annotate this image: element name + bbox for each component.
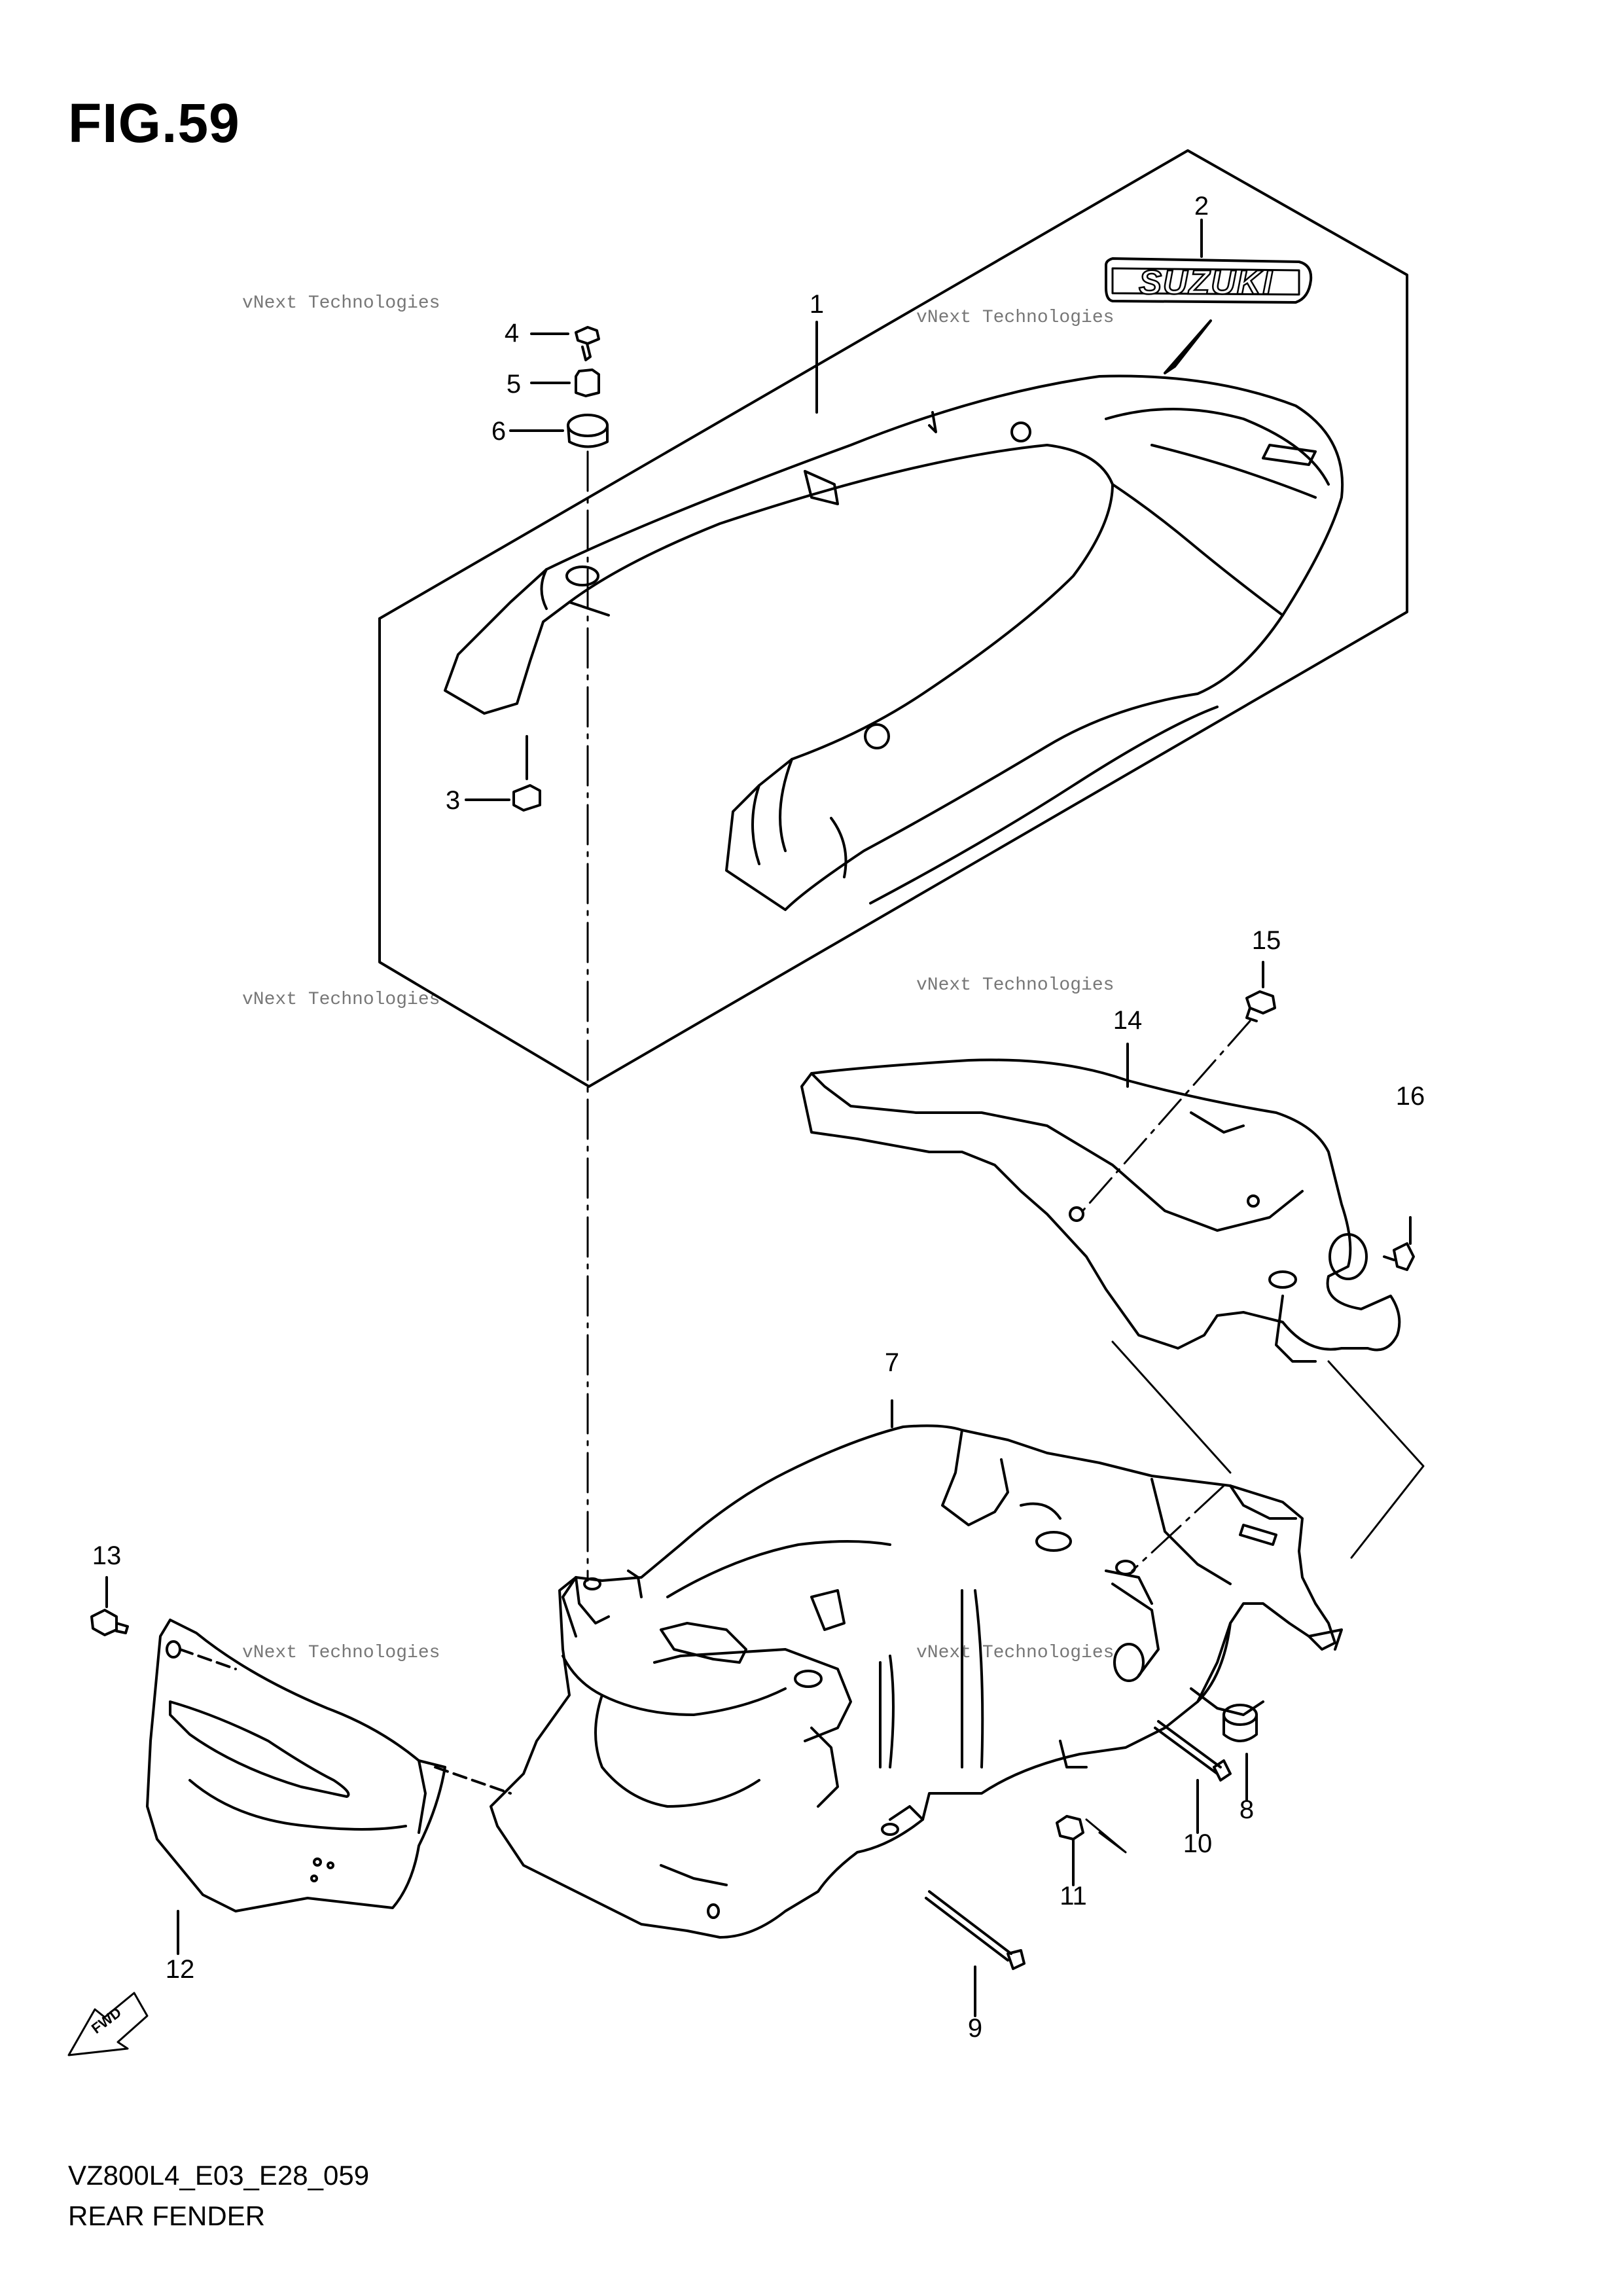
grommet-part-6 <box>509 414 609 448</box>
bolt-part-15 <box>1079 961 1276 1215</box>
suzuki-emblem-part <box>1105 257 1313 374</box>
bracket-part-14 <box>800 1043 1401 1363</box>
callout-6: 6 <box>491 417 506 446</box>
alignment-line <box>1111 1340 1232 1474</box>
nut-part-8 <box>1222 1704 1258 1801</box>
callout-14: 14 <box>1113 1006 1143 1035</box>
bolt-part-13 <box>90 1576 512 1795</box>
callout-12: 12 <box>166 1955 195 1984</box>
callout-11: 11 <box>1060 1882 1087 1910</box>
spacer-part-5 <box>530 368 600 397</box>
diagram-code: VZ800L4_E03_E28_059 <box>68 2160 370 2191</box>
nut-part-11 <box>1056 1815 1127 1886</box>
callout-15: 15 <box>1252 926 1281 955</box>
callout-9: 9 <box>968 2014 982 2043</box>
callout-10: 10 <box>1183 1829 1213 1858</box>
callout-5: 5 <box>507 370 521 399</box>
callout-13: 13 <box>92 1541 122 1570</box>
seat-cowl-part <box>444 374 1344 911</box>
callout-16: 16 <box>1396 1082 1425 1111</box>
callout-2: 2 <box>1194 192 1209 221</box>
callout-7: 7 <box>885 1348 899 1377</box>
fwd-arrow-icon <box>67 1992 149 2056</box>
emblem-text: SUZUKI <box>1139 264 1274 302</box>
bolt-part-10 <box>1154 1720 1232 1834</box>
diagram-caption: REAR FENDER <box>68 2200 266 2231</box>
figure-title: FIG.59 <box>68 92 240 154</box>
callout-8: 8 <box>1240 1795 1254 1824</box>
assembly-box <box>378 149 1408 1088</box>
screw-part-4 <box>530 326 600 361</box>
alignment-line <box>1327 1360 1425 1559</box>
bolt-part-9 <box>925 1890 1026 2017</box>
cushion-part-3 <box>465 735 541 812</box>
callout-4: 4 <box>505 319 519 348</box>
screw-part-16 <box>1383 1216 1415 1271</box>
rear-fender-part-7 <box>490 1399 1343 1939</box>
side-cover-part-12 <box>146 1619 446 1955</box>
callout-3: 3 <box>446 786 460 815</box>
callout-1: 1 <box>810 290 824 319</box>
